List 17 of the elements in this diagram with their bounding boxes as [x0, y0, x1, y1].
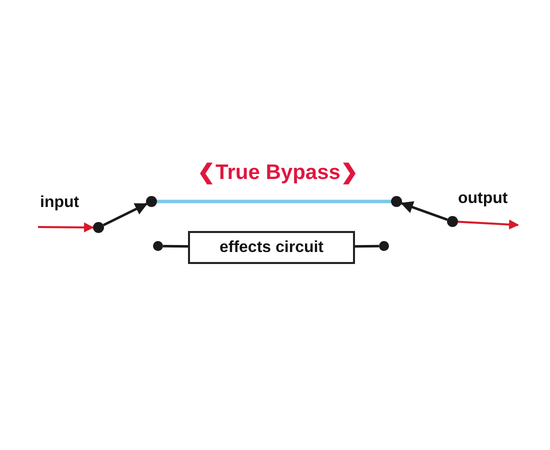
- terminal-dot: [379, 241, 389, 251]
- wire: [162, 244, 188, 248]
- title: ❮True Bypass❯: [196, 160, 360, 185]
- wire: [157, 200, 391, 204]
- wire: [354, 244, 380, 248]
- port-label: output: [458, 190, 508, 208]
- terminal-dot: [93, 222, 104, 233]
- terminal-dot: [391, 196, 402, 207]
- port-label: input: [40, 194, 80, 212]
- arrow: [400, 201, 448, 221]
- terminal-dot: [447, 216, 458, 227]
- circuit-box: effects circuit: [188, 231, 355, 264]
- arrow: [102, 202, 148, 226]
- terminal-dot: [146, 196, 157, 207]
- terminal-dot: [153, 241, 163, 251]
- arrow: [38, 222, 94, 232]
- arrow: [458, 220, 519, 230]
